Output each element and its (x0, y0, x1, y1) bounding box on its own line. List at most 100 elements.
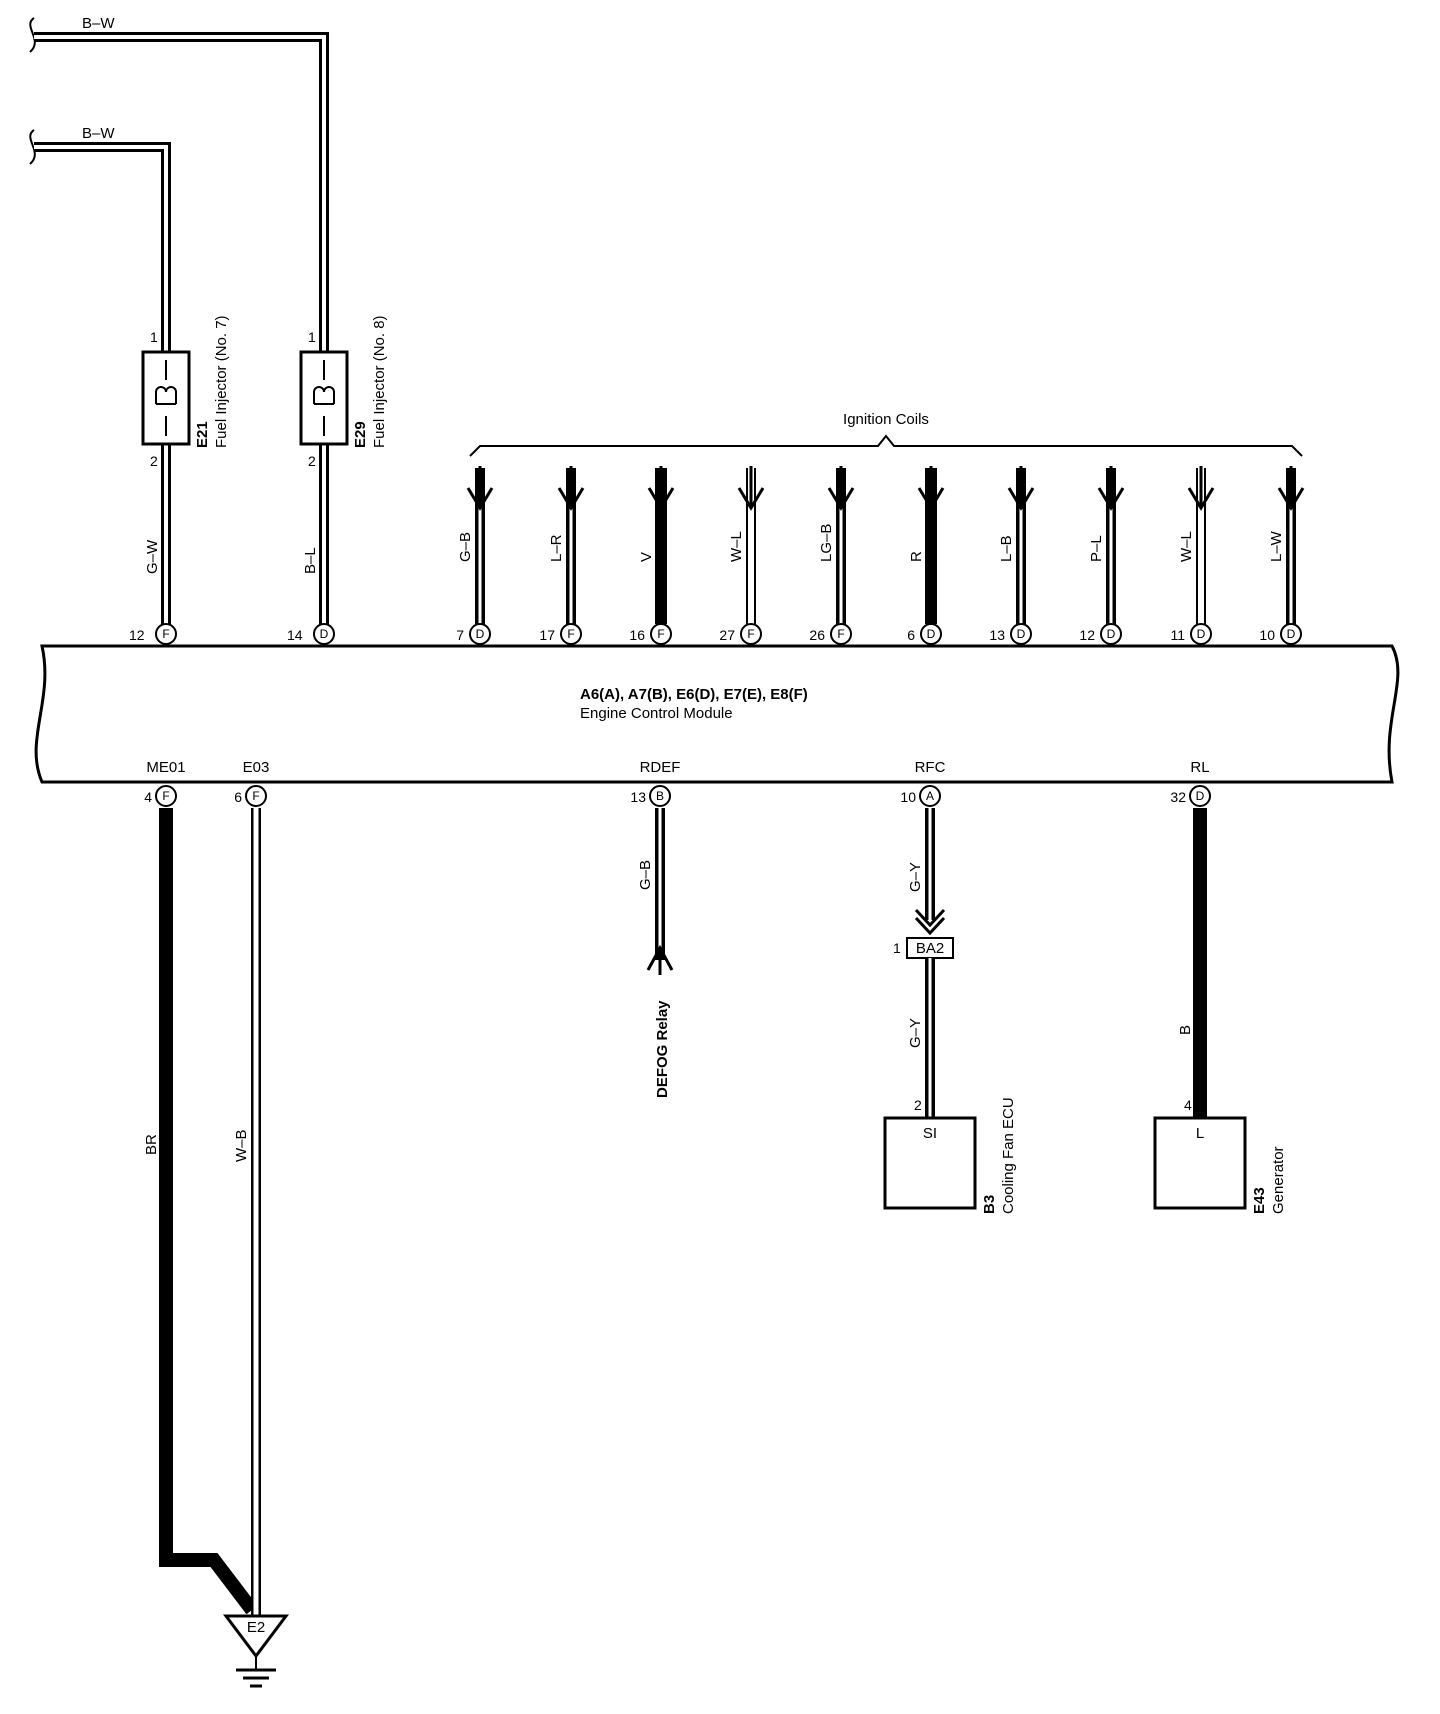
rl-wire-label: B (1177, 1025, 1194, 1035)
bw-upper-label: B–W (82, 15, 115, 32)
rl-wire: B (1177, 808, 1207, 1118)
injector-e21: 1 2 E21 Fuel Injector (No. 7) G–W (141, 315, 230, 574)
ignition-wire-9: W–LD11IGT6 (1170, 466, 1218, 668)
junction-label: BA2 (916, 940, 944, 957)
ignition-wire-2: L–RF17IGT1 (539, 466, 588, 668)
ignition-pin-circle (1010, 623, 1032, 645)
ignition-wire-label: P–L (1088, 535, 1105, 562)
bottom-pin-number: 4 (144, 789, 152, 805)
ignition-connector-letter: F (837, 627, 844, 641)
bottom-connector-letter: A (926, 789, 934, 803)
ignition-connector-letter: D (927, 627, 936, 641)
arrow-out-icon (646, 944, 674, 975)
bottom-pin-circle (1189, 785, 1211, 807)
generator: L 4 E43 Generator (1153, 1097, 1287, 1214)
bottom-connector-letter: F (162, 789, 169, 803)
generator-pin: 4 (1184, 1097, 1192, 1113)
br-wire-label: BR (143, 1134, 160, 1155)
ignition-pin-circle (740, 623, 762, 645)
cooling-fan-terminal: SI (923, 1125, 937, 1142)
e21-name: Fuel Injector (No. 7) (213, 315, 230, 448)
ignition-connector-letter: D (1107, 627, 1116, 641)
ground-label: E2 (247, 1619, 265, 1636)
ignition-coils-title: Ignition Coils (843, 411, 929, 428)
ecm-connectors: A6(A), A7(B), E6(D), E7(E), E8(F) (580, 686, 808, 703)
ignition-connector-letter: D (1017, 627, 1026, 641)
br-ground-wire: BR (143, 808, 258, 1615)
cooling-fan-pin: 2 (914, 1097, 922, 1113)
ignition-pin-number: 27 (719, 627, 735, 643)
bottom-terminal-name: RL (1190, 759, 1209, 776)
bottom-connector-letter: F (252, 789, 259, 803)
ignition-wire-label: W–L (728, 531, 745, 562)
ignition-wire-label: G–B (457, 532, 474, 562)
bottom-pin-circle (245, 785, 267, 807)
arrow-in-icon (1187, 466, 1215, 511)
ignition-pin-circle (469, 623, 491, 645)
e29-pin-bottom: 2 (308, 453, 316, 469)
ignition-pin-number: 16 (629, 627, 645, 643)
e29-wire-label: B–L (302, 547, 319, 574)
chevron-down-icon (914, 908, 946, 936)
ignition-wire-4: W–LF27IGT5 (719, 466, 768, 668)
ignition-wire-label: L–B (998, 535, 1015, 562)
ignition-pin-number: 10 (1259, 627, 1275, 643)
bw-wire-lower: B–W (29, 125, 171, 630)
ignition-pin-number: 17 (539, 627, 555, 643)
defog-wire-label: G–B (637, 860, 654, 890)
bw-wire-upper: B–W (29, 15, 329, 630)
e21-connector-letter: F (162, 627, 169, 641)
ignition-pin-number: 26 (809, 627, 825, 643)
ignition-coils-brace: Ignition Coils (469, 411, 1303, 457)
e21-ecm-pin-number: 12 (129, 627, 145, 643)
wb-wire-label: W–B (233, 1129, 250, 1162)
ignition-connector-letter: F (657, 627, 664, 641)
ignition-wire-3: VF16IGT3 (629, 466, 678, 668)
rfc-wire-label: G–Y (907, 862, 924, 892)
bottom-terminal-rfc: RFC A 10 (900, 759, 946, 807)
coil-symbol-icon (313, 386, 335, 405)
ignition-pin-circle (560, 623, 582, 645)
ignition-wire-7: L–BD13IGT2 (989, 466, 1038, 668)
bottom-terminal-name: ME01 (146, 759, 185, 776)
ignition-pin-number: 13 (989, 627, 1005, 643)
ground-triangle-icon (223, 1614, 289, 1659)
defog-relay-wire: G–B DEFOG Relay (637, 808, 674, 1098)
coil-symbol-icon (155, 386, 177, 405)
arrow-in-icon (737, 466, 765, 511)
cooling-fan-ecu: SI 2 B3 Cooling Fan ECU (883, 1097, 1017, 1214)
ignition-pin-circle (920, 623, 942, 645)
ecm-body: A6(A), A7(B), E6(D), E7(E), E8(F) Engine… (34, 644, 1400, 784)
e21-pin-bottom: 2 (150, 453, 158, 469)
arrow-in-icon (1097, 466, 1125, 511)
bottom-terminal-name: RFC (915, 759, 946, 776)
e29-pin-top: 1 (308, 329, 316, 345)
ignition-wire-10: L–WD10IGT8 (1259, 466, 1308, 668)
e29-id: E29 (352, 421, 369, 448)
ignition-wire-group: G–BD7IGF1L–RF17IGT1VF16IGT3W–LF27IGT5LG–… (456, 466, 1308, 668)
bottom-pin-number: 6 (234, 789, 242, 805)
e21-pin-top: 1 (150, 329, 158, 345)
ecm-name: Engine Control Module (580, 705, 733, 722)
cooling-fan-name: Cooling Fan ECU (1000, 1097, 1017, 1214)
ignition-pin-number: 12 (1079, 627, 1095, 643)
junction-pin: 1 (893, 940, 901, 956)
ignition-wire-label: L–W (1268, 530, 1285, 562)
ignition-connector-letter: D (1287, 627, 1296, 641)
ignition-connector-letter: D (476, 627, 485, 641)
ignition-wire-label: LG–B (818, 524, 835, 562)
rfc-wire: G–Y (907, 808, 946, 936)
e29-ecm-pin-number: 14 (287, 627, 303, 643)
defog-relay-label: DEFOG Relay (654, 1000, 671, 1098)
bottom-terminal-name: E03 (243, 759, 270, 776)
junction-ba2: BA2 1 G–Y (893, 937, 954, 1118)
ignition-wire-label: W–L (1178, 531, 1195, 562)
e29-name: Fuel Injector (No. 8) (371, 315, 388, 448)
ignition-connector-letter: F (747, 627, 754, 641)
bottom-pin-number: 10 (900, 789, 916, 805)
